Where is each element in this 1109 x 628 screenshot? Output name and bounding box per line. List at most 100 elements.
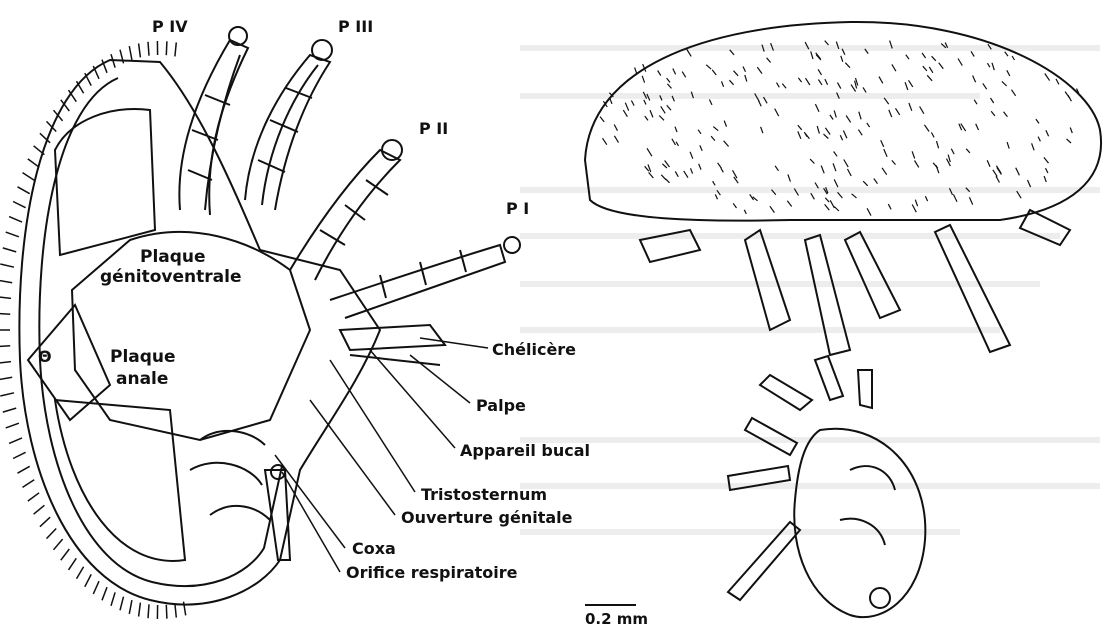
stipple-mark	[909, 103, 912, 111]
stipple-mark	[757, 67, 762, 74]
label-coxa: Coxa	[352, 539, 396, 558]
stipple-mark	[834, 207, 839, 212]
stipple-mark	[840, 135, 842, 140]
stipple-mark	[1002, 81, 1007, 86]
seta	[139, 44, 141, 58]
stipple-mark	[1065, 92, 1070, 99]
stipple-mark	[912, 151, 915, 158]
stipple-mark	[923, 66, 927, 71]
stipple-mark	[830, 200, 834, 208]
seta	[139, 603, 141, 617]
stipple-mark	[759, 101, 762, 107]
stipple-mark	[1046, 130, 1049, 136]
stipple-mark	[987, 160, 990, 166]
seta	[129, 46, 132, 60]
stipple-mark	[787, 201, 791, 207]
stipple-mark	[991, 111, 995, 116]
stipple-mark	[676, 142, 678, 146]
stipple-mark	[661, 106, 666, 113]
stipple-mark	[1067, 139, 1072, 143]
stipple-mark	[1032, 143, 1035, 150]
stipple-mark	[867, 208, 871, 215]
seta	[61, 549, 70, 560]
stipple-mark	[889, 110, 892, 117]
stipple-mark	[734, 71, 739, 76]
stipple-mark	[996, 176, 1000, 182]
stipple-mark	[658, 71, 661, 76]
stipple-mark	[817, 126, 819, 134]
seta	[166, 605, 167, 619]
stipple-mark	[1070, 128, 1072, 134]
leg-p3	[245, 55, 330, 210]
stipple-mark	[953, 194, 957, 201]
stipple-mark	[700, 145, 702, 150]
anus-symbol: Θ	[38, 347, 52, 366]
seta	[3, 408, 16, 412]
stipple-mark	[939, 63, 944, 69]
stipple-mark	[729, 80, 733, 85]
stipple-mark	[659, 116, 664, 121]
seta	[6, 423, 19, 428]
stipple-mark	[675, 127, 677, 132]
seta	[175, 604, 176, 618]
stipple-mark	[841, 56, 843, 62]
seta	[9, 217, 22, 223]
label-chelicere: Chélicère	[492, 340, 576, 359]
stipple-mark	[666, 179, 670, 183]
stipple-mark	[667, 84, 671, 89]
stipple-mark	[991, 98, 994, 103]
leg-p2	[290, 150, 400, 280]
stipple-mark	[667, 105, 671, 110]
stipple-mark	[993, 170, 997, 177]
stipple-mark	[635, 68, 637, 74]
seta	[148, 42, 149, 56]
scale-label: 0.2 mm	[585, 610, 648, 628]
stipple-mark	[892, 160, 896, 164]
stipple-mark	[896, 108, 900, 115]
seta	[120, 597, 124, 611]
stipple-mark	[1007, 142, 1009, 149]
stipple-mark	[631, 101, 634, 106]
stipple-mark	[734, 177, 738, 183]
stipple-mark	[1036, 119, 1039, 123]
seta	[77, 567, 84, 579]
stipple-mark	[825, 204, 830, 210]
stipple-mark	[645, 166, 649, 171]
stipple-mark	[863, 181, 868, 186]
stipple-mark	[718, 163, 722, 169]
stipple-mark	[821, 166, 824, 174]
stipple-mark	[744, 210, 746, 214]
seta	[85, 574, 91, 586]
stipple-mark	[614, 136, 618, 143]
stipple-mark	[662, 164, 667, 168]
stipple-mark	[690, 152, 693, 159]
seta	[0, 297, 11, 299]
stipple-mark	[745, 75, 747, 82]
seta	[13, 452, 26, 458]
label-plaque-anale-2: anale	[116, 369, 168, 389]
stipple-mark	[1038, 137, 1040, 142]
stipple-mark	[888, 204, 891, 209]
stipple-mark	[649, 172, 654, 178]
label-ouverture-genitale: Ouverture génitale	[401, 508, 573, 527]
stipple-mark	[825, 79, 828, 85]
stipple-mark	[983, 83, 987, 89]
stipple-mark	[882, 168, 887, 175]
stipple-mark	[825, 128, 830, 135]
stipple-mark	[614, 125, 617, 131]
stipple-mark	[650, 110, 653, 117]
stipple-mark	[706, 65, 711, 69]
seta	[28, 159, 39, 167]
seta	[28, 493, 39, 501]
stipple-mark	[810, 159, 814, 163]
label-p3: P III	[338, 17, 373, 36]
seta	[3, 248, 16, 252]
stipple-mark	[767, 58, 771, 63]
stipple-mark	[1012, 90, 1016, 96]
body-rim	[39, 78, 282, 586]
stipple-mark	[884, 149, 887, 157]
seta	[0, 280, 12, 282]
stipple-mark	[600, 117, 604, 122]
seta	[6, 232, 19, 237]
